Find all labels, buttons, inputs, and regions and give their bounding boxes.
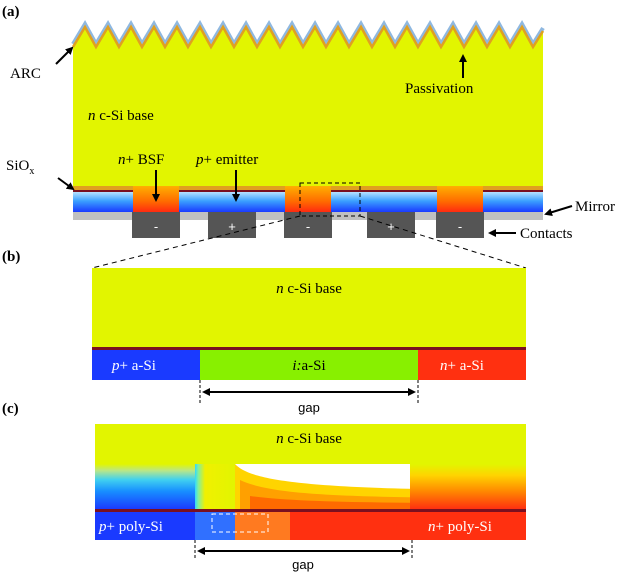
- panel-a-contacts: - + - + -: [132, 212, 484, 238]
- mirror-arrow: [544, 205, 573, 217]
- contact: [367, 212, 415, 238]
- panel-a-base-label: n c-Si base: [88, 108, 154, 124]
- contact-sign: +: [387, 219, 395, 234]
- panel-a-emitter-region: [73, 192, 133, 212]
- siox-arrow: [57, 177, 75, 191]
- panel-a-passivation-layer: [71, 24, 545, 50]
- panel-c-n-region: [290, 512, 526, 540]
- panel-c-label: (c): [2, 401, 19, 417]
- panel-a-bsf-region: [285, 186, 331, 212]
- panel-b-interface: [92, 347, 526, 350]
- siox-label: SiOx: [6, 158, 34, 177]
- panel-b-p-region: [92, 350, 200, 380]
- contact: [208, 212, 256, 238]
- panel-c-n-label: n+ poly-Si: [428, 519, 492, 535]
- panel-b-i-label: i:a-Si: [292, 358, 325, 374]
- contact: [132, 212, 180, 238]
- emitter-label: p+ emitter: [195, 152, 258, 168]
- panel-b-n-region: [418, 350, 526, 380]
- panel-b-base: [92, 268, 526, 347]
- panel-c-p-region: [95, 512, 195, 540]
- panel-c-field-mid: [195, 464, 235, 509]
- panel-b-base-label: n c-Si base: [276, 281, 342, 297]
- panel-c-transition: [235, 512, 290, 540]
- panel-c-base: [95, 424, 526, 464]
- contact-sign: +: [228, 219, 236, 234]
- panel-a-bsf-region: [437, 186, 483, 212]
- zoom-line-right: [359, 215, 527, 269]
- panel-b-i-region: [200, 350, 418, 380]
- contact-sign: -: [154, 219, 158, 234]
- panel-c-gap-label: gap: [292, 557, 314, 572]
- contact-sign: -: [458, 219, 462, 234]
- panel-c-base-label: n c-Si base: [276, 431, 342, 447]
- panel-b-p-label: p+ a-Si: [111, 358, 156, 374]
- panel-c-field-n: [410, 464, 526, 509]
- panel-b-n-label: n+ a-Si: [440, 358, 484, 374]
- panel-b-gap-label: gap: [298, 400, 320, 415]
- arc-arrow: [55, 46, 74, 65]
- panel-c-interface: [95, 509, 526, 512]
- panel-a-emitter-region: [331, 192, 437, 212]
- contact: [436, 212, 484, 238]
- zoom-line-left: [91, 215, 301, 269]
- mirror-label: Mirror: [575, 199, 615, 215]
- contacts-label: Contacts: [520, 226, 573, 242]
- arc-label: ARC: [10, 66, 41, 82]
- contact-sign: -: [306, 219, 310, 234]
- panel-b-label: (b): [2, 249, 20, 265]
- panel-c-p-label: p+ poly-Si: [98, 519, 163, 535]
- panel-a-label: (a): [2, 4, 20, 20]
- zoom-box: [299, 182, 361, 217]
- bsf-label: n+ BSF: [118, 152, 164, 168]
- panel-a-emitter-region: [483, 192, 543, 212]
- panel-a-base: [73, 28, 543, 186]
- panel-c-field-left: [95, 464, 195, 509]
- panel-c-p-transition: [195, 512, 235, 540]
- panel-a-arc-layer: [71, 19, 545, 49]
- panel-a-emitter-region: [179, 192, 285, 212]
- passivation-label: Passivation: [405, 81, 474, 97]
- panel-c-highlight-box: [211, 513, 269, 533]
